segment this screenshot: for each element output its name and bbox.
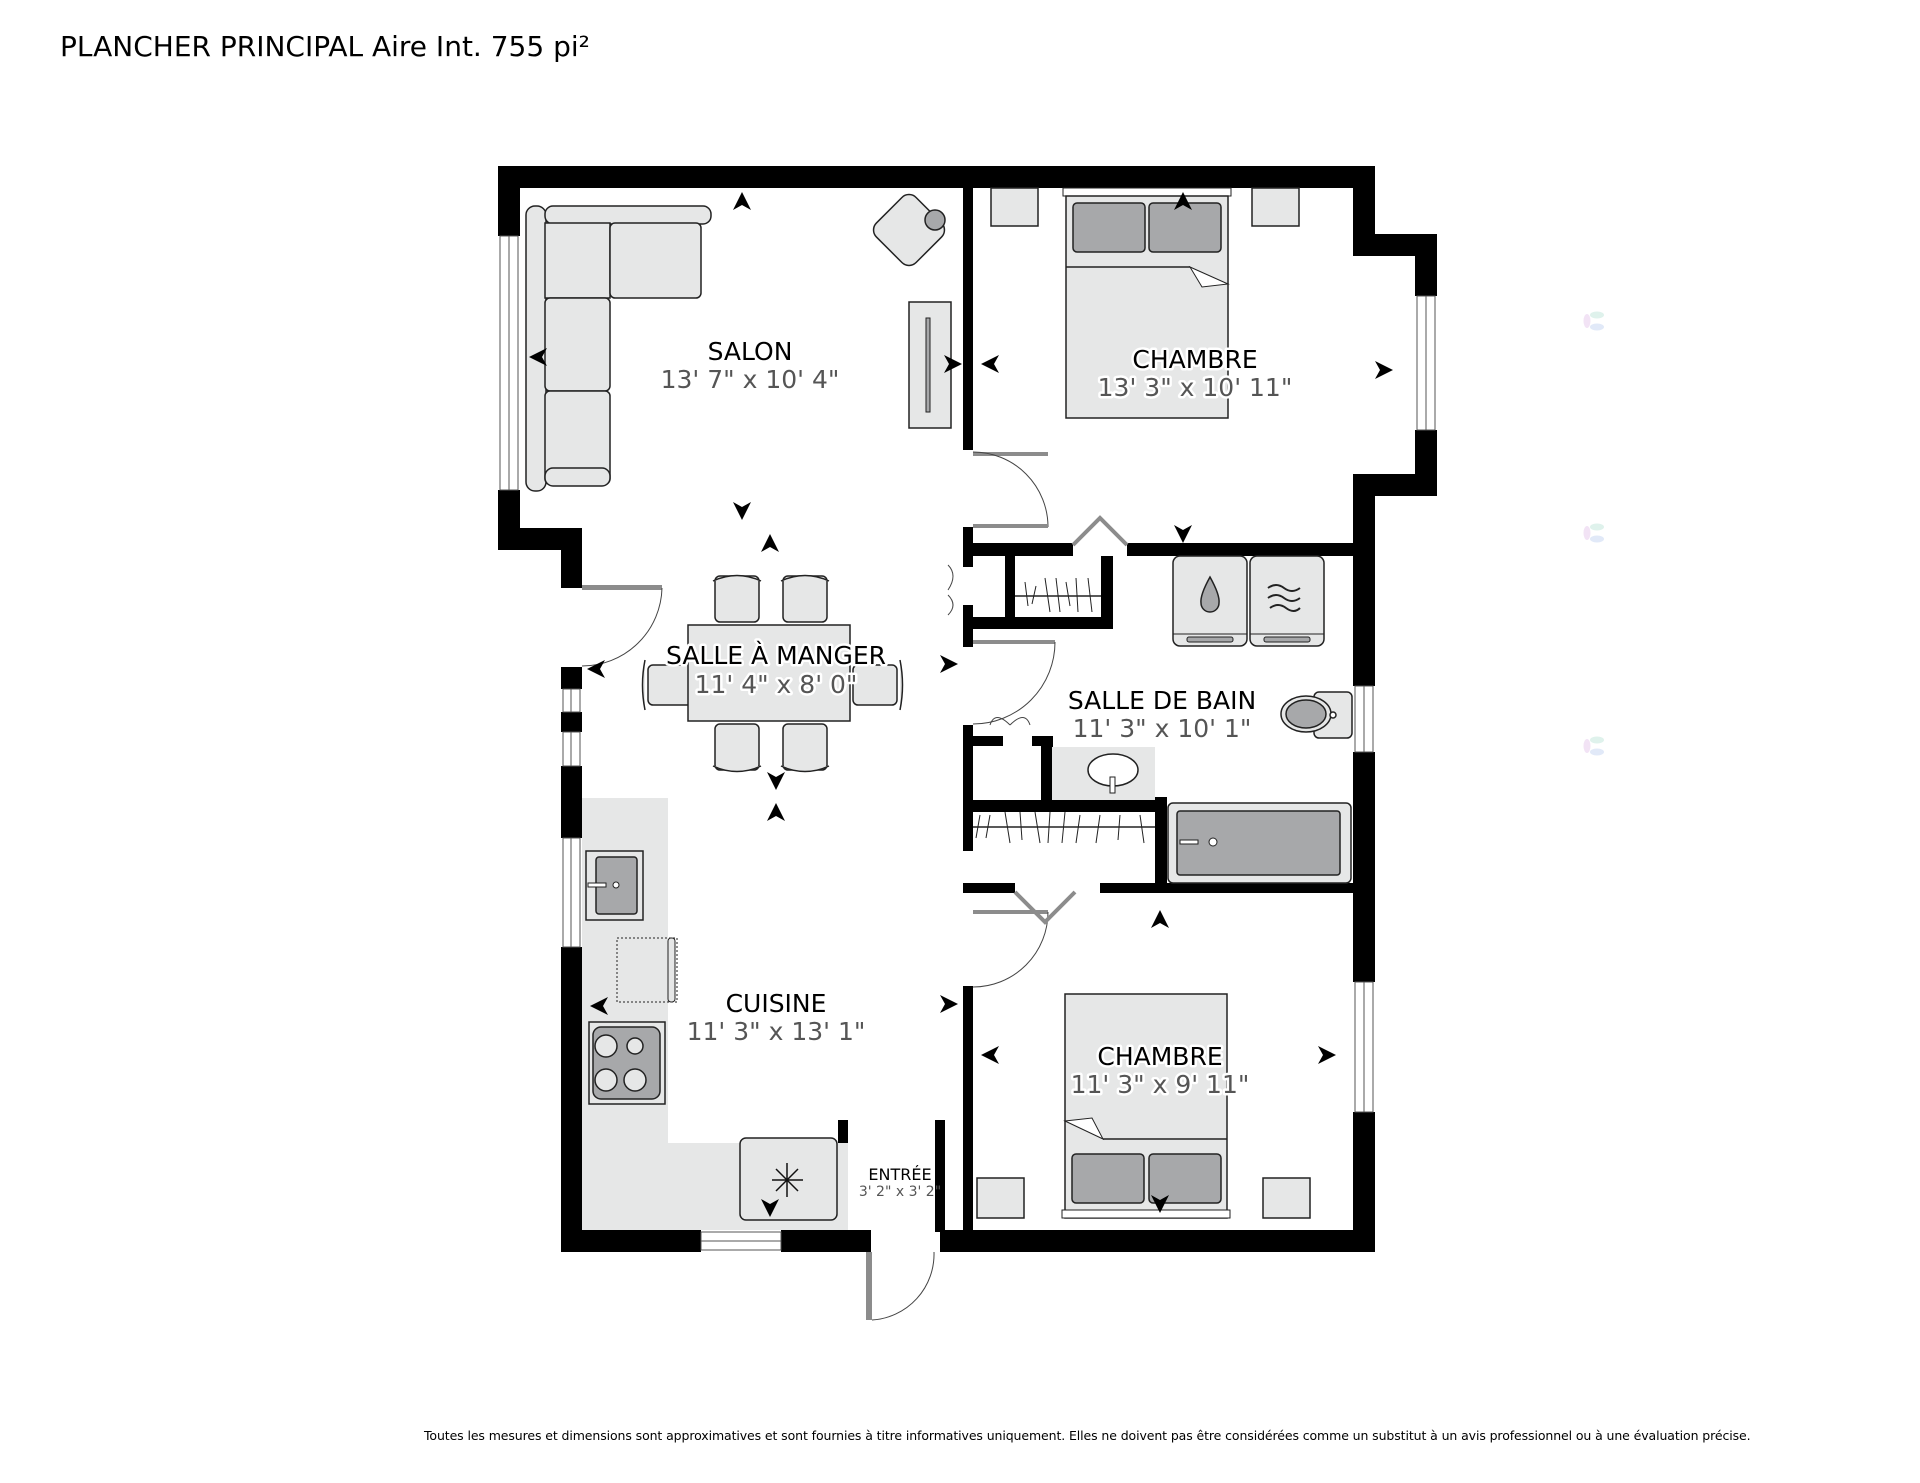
room-dims: 11' 3" x 9' 11" bbox=[1071, 1070, 1250, 1099]
logo-watermark-icon bbox=[1583, 311, 1604, 331]
room-dims: 11' 4" x 8' 0" bbox=[695, 670, 858, 699]
room-dims: 3' 2" x 3' 2" bbox=[859, 1184, 941, 1200]
room-label-chambre-2: CHAMBRE 11' 3" x 9' 11" bbox=[1068, 1040, 1252, 1102]
toilet bbox=[1280, 691, 1353, 739]
room-name: CHAMBRE bbox=[1132, 345, 1257, 374]
floor-plan-title: PLANCHER PRINCIPAL Aire Int. 755 pi² bbox=[60, 30, 590, 63]
disclaimer: Toutes les mesures et dimensions sont ap… bbox=[424, 1428, 1751, 1443]
room-label-chambre-1: CHAMBRE 13' 3" x 10' 11" bbox=[1095, 343, 1295, 405]
water-drop-icon bbox=[1200, 575, 1220, 613]
logo-watermark-icon bbox=[1583, 523, 1604, 543]
room-name: CHAMBRE bbox=[1097, 1042, 1222, 1071]
room-dims: 13' 3" x 10' 11" bbox=[1098, 373, 1293, 402]
closet-rods bbox=[973, 577, 1155, 844]
room-name: SALLE À MANGER bbox=[666, 641, 886, 670]
room-dims: 11' 3" x 10' 1" bbox=[1073, 714, 1252, 743]
bed-chambre-1 bbox=[990, 187, 1300, 419]
windows bbox=[499, 235, 1436, 1251]
dining-table bbox=[641, 574, 904, 773]
logo-watermark-icon bbox=[1583, 736, 1604, 756]
room-label-entree: ENTRÉE 3' 2" x 3' 2" bbox=[859, 1165, 941, 1200]
heat-waves-icon bbox=[1267, 584, 1301, 612]
tv-stand bbox=[908, 301, 952, 429]
view-arrows bbox=[529, 192, 1393, 1217]
sectional-sofa bbox=[525, 205, 712, 492]
doors bbox=[581, 451, 1129, 1321]
bathtub bbox=[1167, 802, 1352, 884]
bed-chambre-2 bbox=[976, 993, 1311, 1219]
room-name: CUISINE bbox=[726, 989, 827, 1018]
room-label-cuisine: CUISINE 11' 3" x 13' 1" bbox=[684, 987, 868, 1049]
room-label-salle-a-manger: SALLE À MANGER 11' 4" x 8' 0" bbox=[664, 639, 889, 702]
side-table bbox=[872, 193, 946, 267]
room-name: ENTRÉE bbox=[868, 1165, 931, 1184]
kitchen-counter bbox=[582, 798, 848, 1230]
laundry bbox=[1172, 555, 1325, 647]
room-dims: 13' 7" x 10' 4" bbox=[661, 365, 840, 394]
snowflake-icon bbox=[772, 1163, 803, 1197]
room-label-salon: SALON 13' 7" x 10' 4" bbox=[658, 335, 842, 397]
room-label-salle-de-bain: SALLE DE BAIN 11' 3" x 10' 1" bbox=[1065, 684, 1258, 746]
vanity-sink bbox=[1052, 747, 1155, 800]
room-name: SALLE DE BAIN bbox=[1068, 686, 1256, 715]
room-name: SALON bbox=[708, 337, 793, 366]
walls bbox=[498, 166, 1437, 1252]
room-dims: 11' 3" x 13' 1" bbox=[687, 1017, 866, 1046]
